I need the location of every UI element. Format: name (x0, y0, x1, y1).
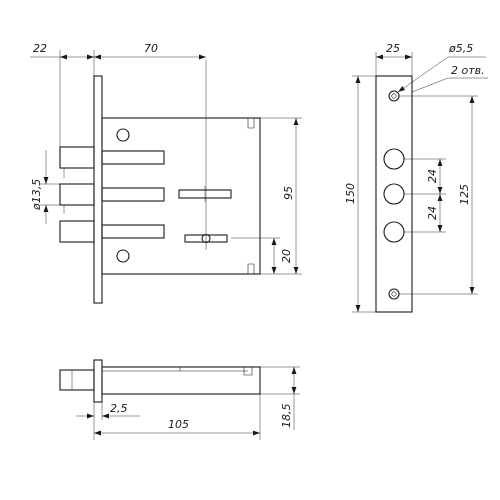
dim-bolt-pitch-1: 24 (426, 169, 439, 183)
mount-hole-bottom (388, 288, 400, 300)
dim-backset: 70 (144, 42, 158, 55)
dim-bolt-diameter: ø13,5 (30, 179, 43, 211)
bolt-1-outer (59, 146, 95, 169)
bolt-hole-1 (383, 148, 405, 170)
bolt-1-inner (101, 150, 165, 165)
top-bolt (59, 369, 95, 391)
case-screw-top (116, 128, 130, 142)
dim-case-height: 95 (282, 186, 295, 200)
dim-hole-diameter: ø5,5 (448, 42, 473, 55)
dim-bolt-pitch-2: 24 (426, 206, 439, 220)
bolt-hole-3 (383, 221, 405, 243)
bolt-3-inner (101, 224, 165, 239)
front-faceplate (93, 75, 103, 304)
dim-hole-spacing: 125 (458, 184, 471, 205)
dim-backset-offset: 22 (33, 42, 47, 55)
dim-faceplate-length: 150 (344, 183, 357, 204)
top-case (101, 366, 261, 395)
top-faceplate (93, 359, 103, 403)
case-corner-top (247, 118, 255, 129)
top-view: 2,5 105 18,5 (59, 359, 300, 440)
bolt-2-inner (101, 187, 165, 202)
faceplate-view: 25 ø5,5 2 отв. 150 24 24 125 (344, 42, 488, 313)
dim-hole-count: 2 отв. (451, 64, 485, 77)
mount-hole-top (388, 90, 400, 102)
front-view: 22 70 ø13,5 95 20 (30, 42, 302, 304)
bolt-hole-2 (383, 183, 405, 205)
dim-total-length: 105 (168, 418, 189, 431)
dim-plate-thickness: 2,5 (110, 402, 128, 415)
dim-faceplate-width: 25 (386, 42, 400, 55)
dim-keyhole-offset: 20 (280, 249, 293, 263)
case-corner-bottom (247, 263, 255, 274)
case-screw-bottom (116, 249, 130, 263)
bolt-3-outer (59, 220, 95, 243)
dim-case-depth: 18,5 (280, 404, 293, 429)
bolt-2-outer (59, 183, 95, 206)
